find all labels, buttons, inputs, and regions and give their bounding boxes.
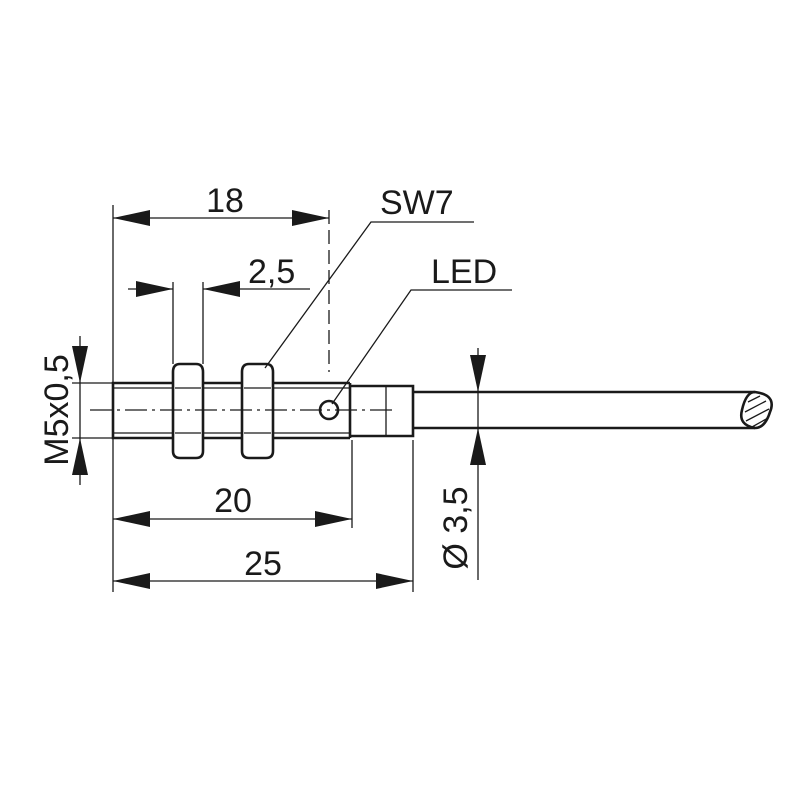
dimension-2-5: 2,5 [128,253,310,297]
dimension-18: 18 [113,182,329,226]
dimension-cable-diameter: Ø 3,5 [437,348,486,580]
thread-label: M5x0,5 [38,354,76,466]
dimension-25-label: 25 [244,545,282,583]
dimension-25: 25 [113,545,413,589]
wrench-size-callout: SW7 [264,184,474,369]
led-label: LED [431,253,497,291]
extension-lines [72,205,490,592]
dimension-20: 20 [113,482,352,527]
cable-sleeve-outline [350,384,415,438]
cable [413,390,773,430]
sensor-body [90,362,773,460]
dimension-2-5-label: 2,5 [248,253,295,291]
led-callout: LED [331,253,512,405]
hex-nut-1 [171,362,205,460]
dimension-18-label: 18 [206,182,244,220]
dimension-thread: M5x0,5 [38,336,88,485]
wrench-size-label: SW7 [380,184,454,222]
hex-nut-2 [240,362,275,460]
cable-diameter-label: Ø 3,5 [437,486,475,569]
dimension-20-label: 20 [214,482,252,520]
